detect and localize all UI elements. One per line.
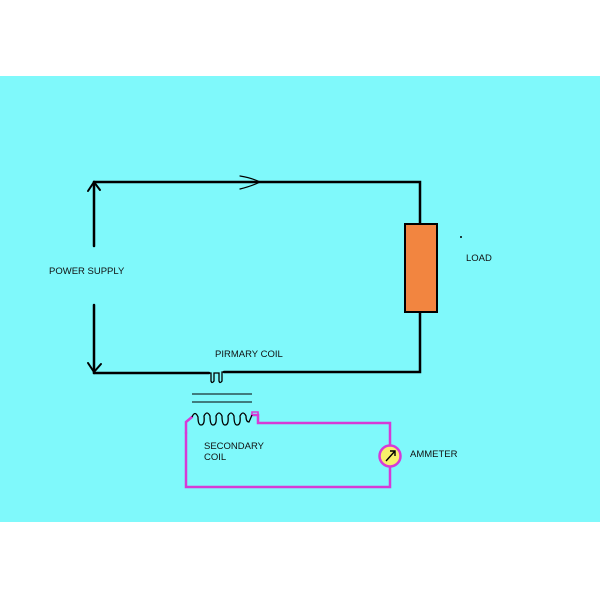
arrowhead-up-icon [87,180,101,192]
ammeter-icon [378,444,402,468]
secondary-coil-label-line2: COIL [204,452,226,463]
load-dot [460,236,462,238]
current-direction-icon [239,175,261,190]
chevron-upper [239,175,261,183]
secondary-wire-top [184,415,194,435]
secondary-coil-icon [191,412,253,426]
winding [191,412,253,426]
supply-arrow-icon [87,180,102,374]
right-wire [222,310,422,374]
ammeter-needle [385,450,396,462]
load-resistor [404,223,438,313]
secondary-coil-end [251,411,259,423]
chevron-lower [239,181,261,190]
secondary-coil-label-line1: SECONDARY [204,441,265,452]
primary-coil-label: PIRMARY COIL [215,349,283,360]
ammeter-label: AMMETER [410,449,458,460]
top-wire [92,180,422,226]
primary-circuit [92,180,422,375]
load-label: LOAD [466,253,492,264]
primary-coil-icon [209,371,224,384]
ammeter-needle-head [390,450,396,456]
transformer-core [192,393,252,403]
power-supply-label: POWER SUPPLY [49,266,125,277]
diagram-background [0,76,600,522]
arrowhead-down-icon [87,362,102,374]
secondary-wire-bottom [184,431,392,489]
